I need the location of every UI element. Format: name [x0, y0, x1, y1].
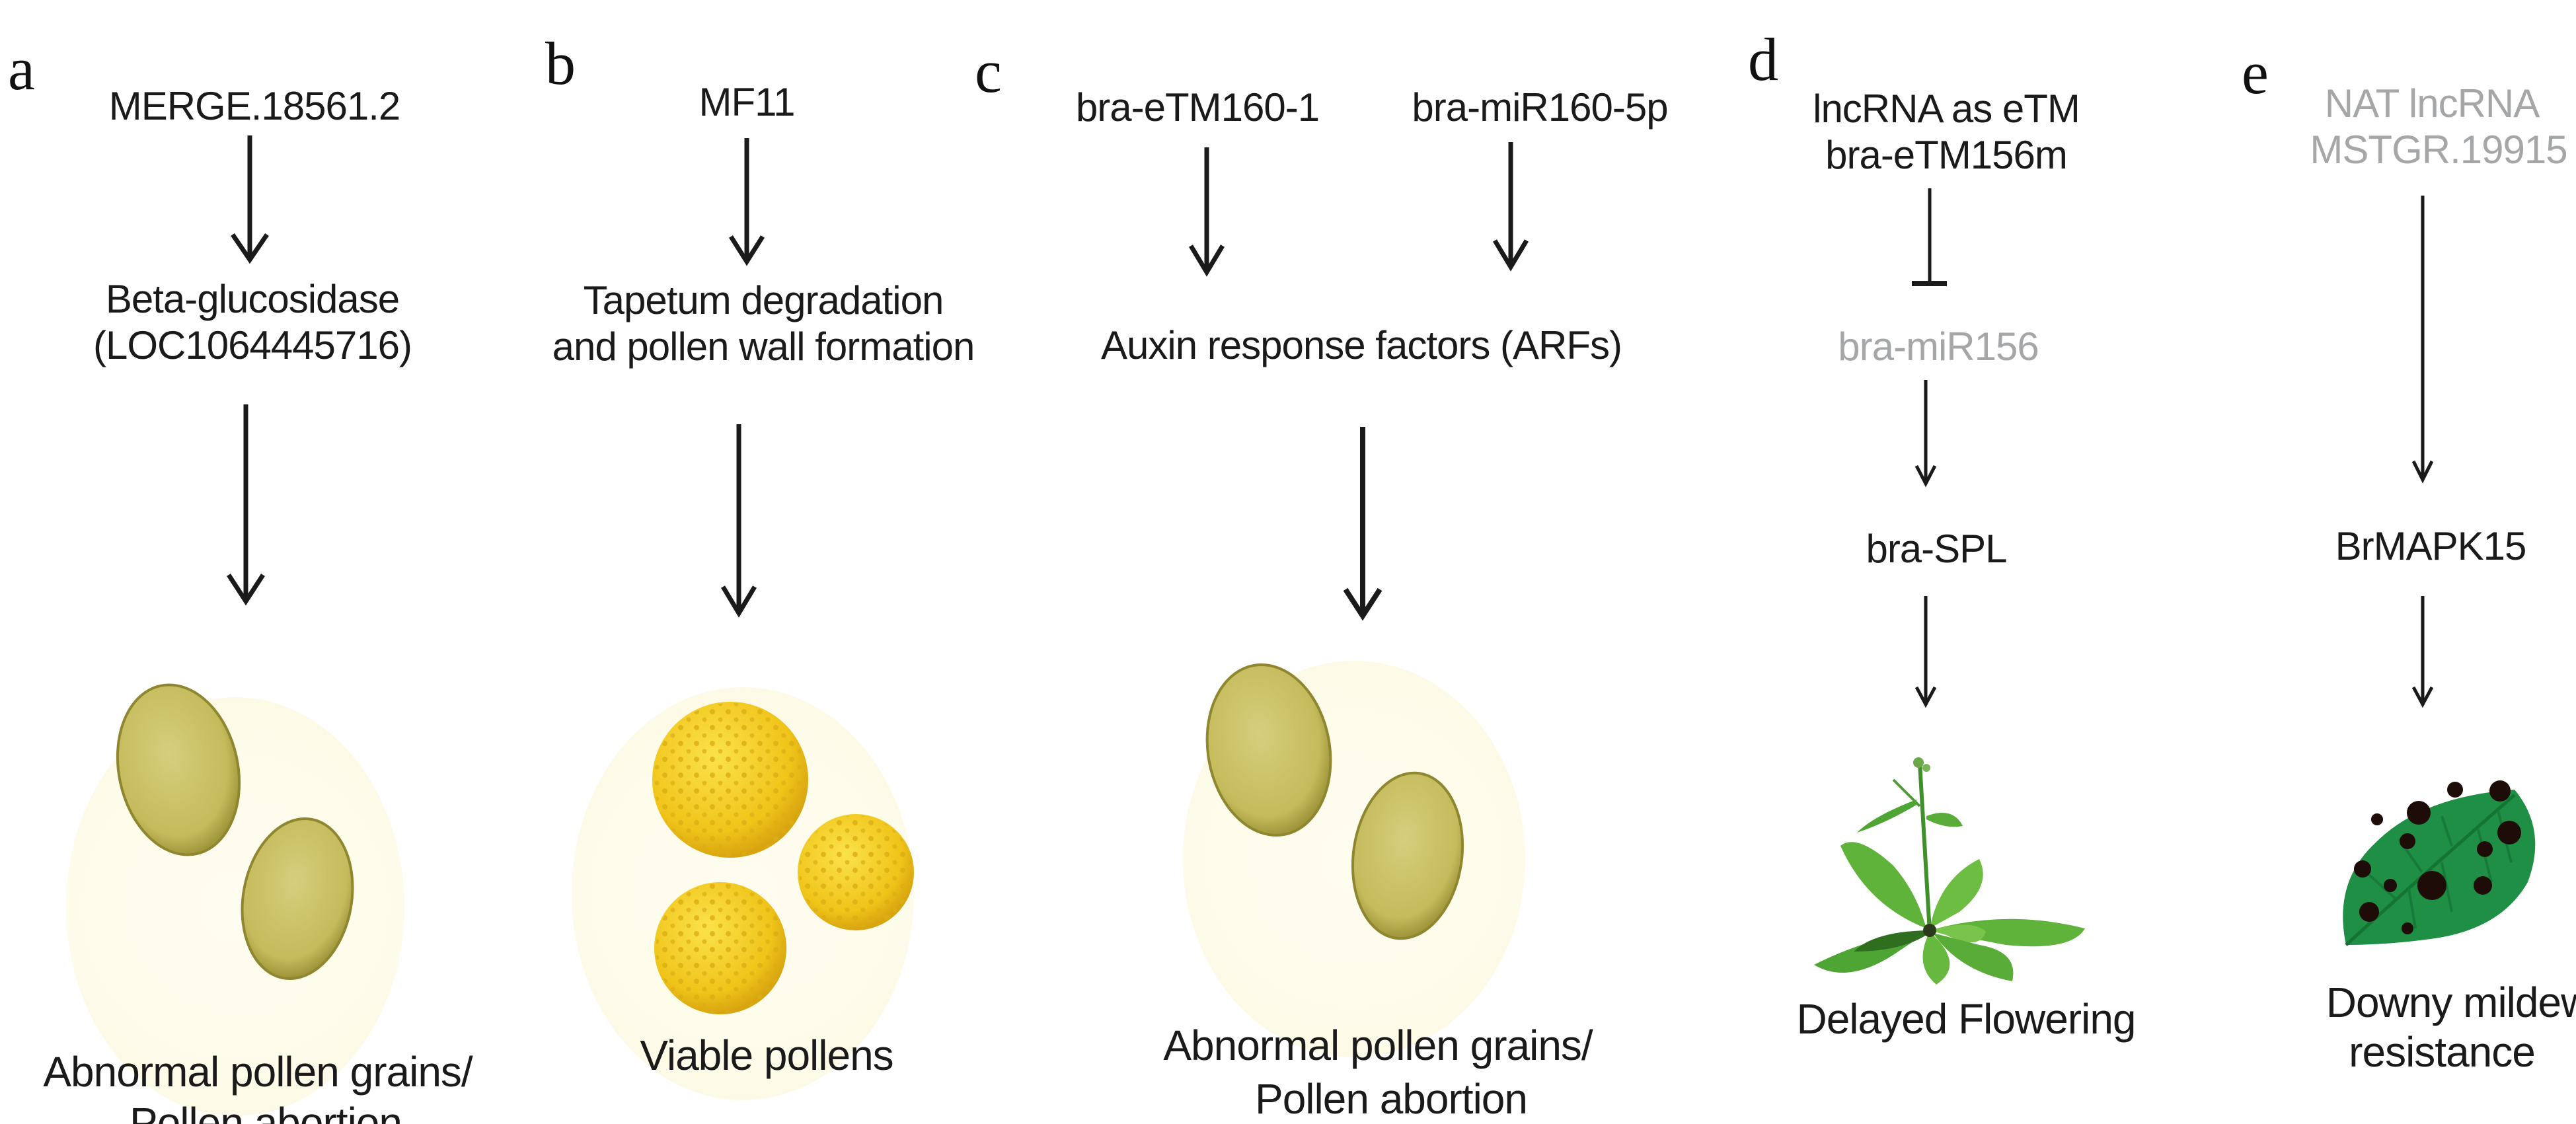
node-loc-id: (LOC1064445716) — [93, 323, 412, 367]
node-bra-mir160: bra-miR160-5p — [1412, 85, 1668, 130]
arrow-c-3-head — [1343, 587, 1383, 621]
panel-label-e: e — [2242, 39, 2269, 106]
arrow-c-2-head — [1492, 239, 1529, 272]
panel-label-d: d — [1748, 26, 1778, 93]
node-beta-glucosidase: Beta-glucosidase — [105, 277, 400, 321]
diseased-leaf-icon — [2343, 780, 2536, 946]
arrow-b-2-head — [720, 585, 757, 618]
outcome-a-line2: Pollen abortion — [130, 1099, 402, 1124]
node-mstgr: MSTGR.19915 — [2310, 128, 2567, 172]
panel-a-arrows — [227, 135, 269, 606]
abnormal-pollen-icon — [1205, 663, 1464, 940]
node-bra-etm160: bra-eTM160-1 — [1075, 85, 1320, 130]
panel-label-b: b — [545, 30, 576, 97]
pollen-grain — [652, 702, 808, 858]
node-bra-etm156m: bra-eTM156m — [1825, 133, 2068, 177]
node-pollen-wall: and pollen wall formation — [552, 324, 975, 369]
arrow-a-1-head — [231, 233, 269, 264]
node-tapetum: Tapetum degradation — [583, 278, 944, 322]
arrow-e-2-head — [2411, 686, 2434, 708]
outcome-a-line1: Abnormal pollen grains/ — [43, 1048, 473, 1096]
arrow-b-1-head — [729, 235, 765, 266]
panel-label-c: c — [975, 38, 1002, 105]
node-nat-lncrna: NAT lncRNA — [2324, 81, 2540, 126]
arrow-c-1-head — [1188, 244, 1225, 277]
node-mf11: MF11 — [699, 80, 796, 124]
outcome-e-line2: resistance — [2349, 1028, 2536, 1076]
node-arfs: Auxin response factors (ARFs) — [1101, 323, 1622, 367]
panel-e-arrows — [2411, 196, 2434, 708]
viable-pollen-icon — [652, 702, 914, 1014]
outcome-d: Delayed Flowering — [1796, 995, 2136, 1043]
plant-icon — [1814, 757, 2085, 985]
arrow-a-2-head — [227, 574, 265, 606]
abnormal-pollen-icon — [116, 683, 354, 980]
pollen-grain — [798, 814, 914, 930]
node-bra-mir156: bra-miR156 — [1838, 324, 2039, 369]
panel-label-a: a — [8, 35, 35, 102]
arrow-e-1-head — [2411, 460, 2434, 484]
panel-d-arrows — [1912, 188, 1947, 708]
outcome-e-line1: Downy mildew — [2326, 979, 2576, 1026]
node-bra-spl: bra-SPL — [1866, 527, 2007, 571]
outcome-c-line1: Abnormal pollen grains/ — [1163, 1022, 1593, 1069]
arrow-d-2-head — [1914, 686, 1937, 708]
outcome-b: Viable pollens — [640, 1031, 893, 1079]
node-merge: MERGE.18561.2 — [108, 84, 401, 128]
pollen-grain — [654, 882, 786, 1014]
outcome-c-line2: Pollen abortion — [1255, 1075, 1528, 1123]
panel-b-arrows — [720, 138, 765, 618]
node-lncrna-etm: lncRNA as eTM — [1813, 87, 2080, 131]
panel-c-arrows — [1188, 142, 1529, 621]
node-brmapk15: BrMAPK15 — [2335, 524, 2527, 568]
arrow-d-1-head — [1914, 465, 1937, 488]
